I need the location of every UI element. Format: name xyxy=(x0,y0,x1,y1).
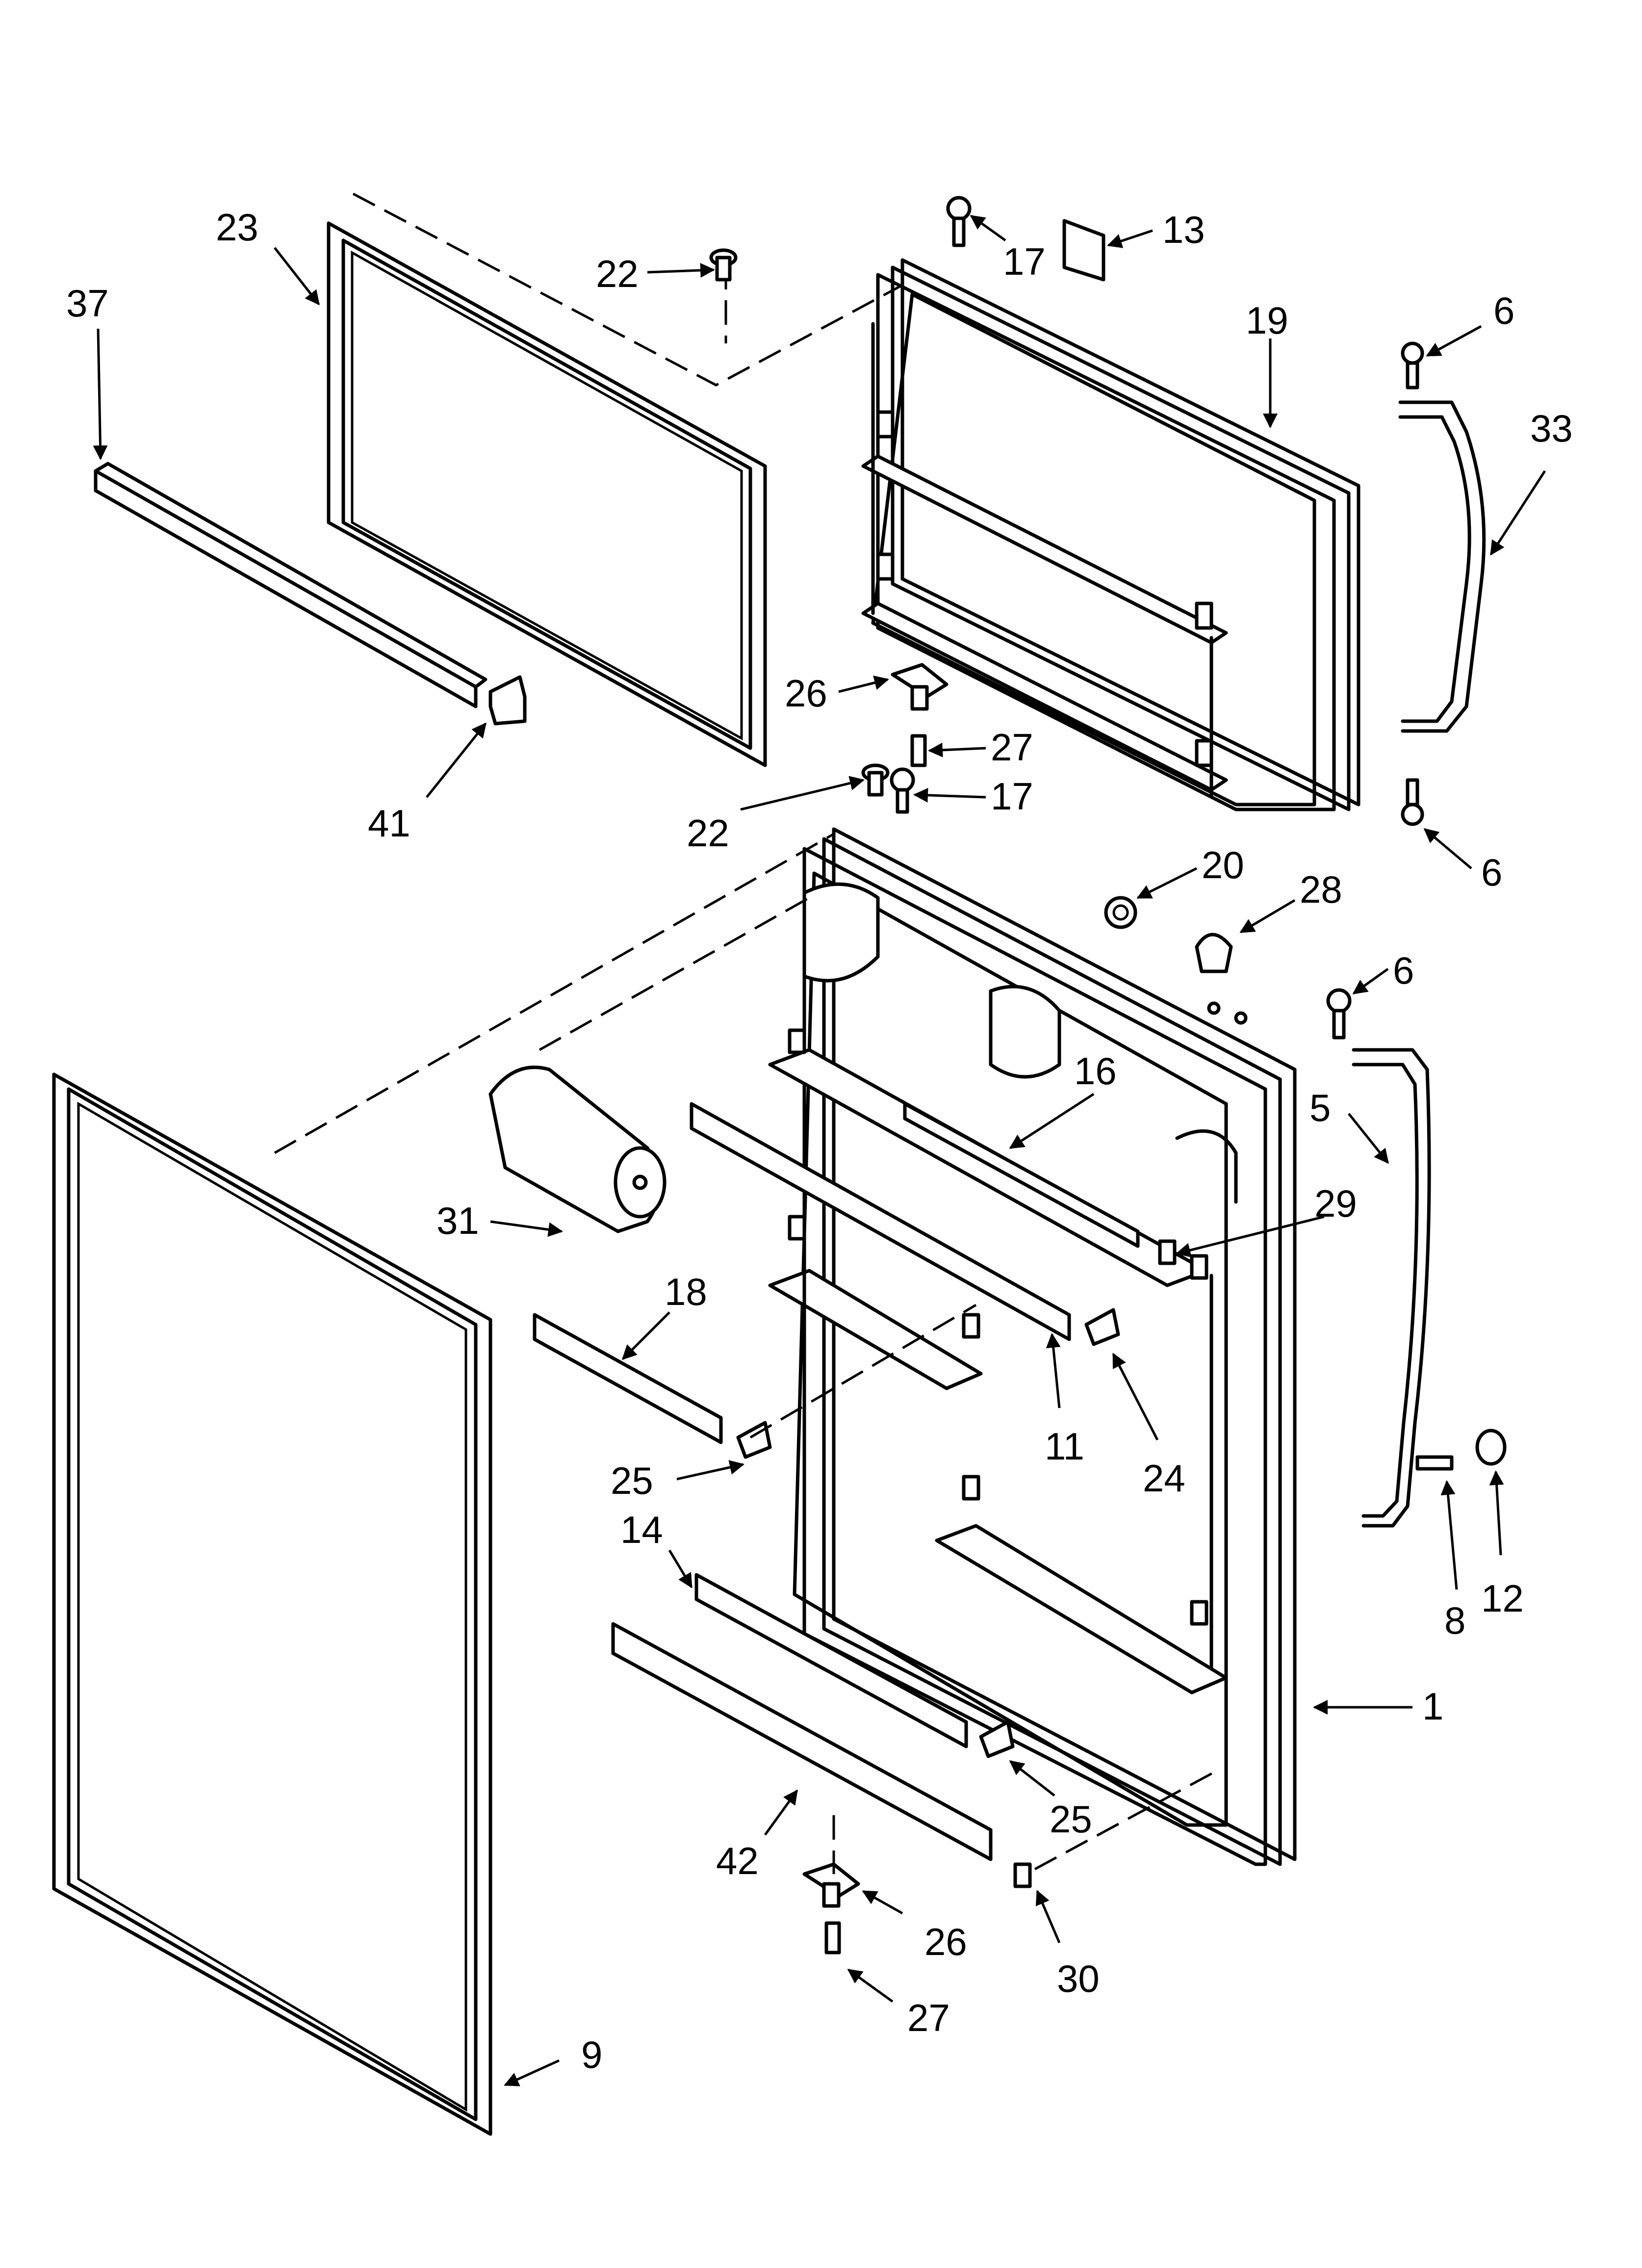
callout-6: 6 xyxy=(1393,949,1414,992)
callout-23: 23 xyxy=(216,206,258,249)
freezer-door-gasket xyxy=(327,221,767,767)
callout-1: 1 xyxy=(1422,1685,1443,1728)
trim-clip-41 xyxy=(488,675,527,726)
callout-22: 22 xyxy=(596,252,639,295)
callout-9: 9 xyxy=(581,2033,602,2076)
callout-22: 22 xyxy=(687,811,729,855)
nut-12 xyxy=(1475,1429,1507,1466)
callout-16: 16 xyxy=(1074,1049,1117,1093)
trim-strip-42 xyxy=(611,1622,993,1861)
callout-37: 37 xyxy=(66,282,109,325)
callout-28: 28 xyxy=(1300,868,1342,911)
callout-42: 42 xyxy=(716,1839,759,1882)
plug-22-mid xyxy=(861,763,890,797)
trim-strip-18 xyxy=(533,1313,723,1444)
callout-14: 14 xyxy=(620,1508,663,1551)
callout-33: 33 xyxy=(1530,407,1573,450)
callout-27: 27 xyxy=(991,726,1033,769)
clip-30 xyxy=(1013,1862,1032,1888)
hinge-26-lower xyxy=(802,1862,860,1908)
badge-13 xyxy=(1062,219,1105,282)
callout-13: 13 xyxy=(1162,208,1205,251)
freezer-trim-strip xyxy=(94,462,487,708)
callout-19: 19 xyxy=(1246,299,1288,342)
callout-25: 25 xyxy=(611,1459,653,1502)
callout-8: 8 xyxy=(1444,1599,1465,1642)
screw-17-top xyxy=(946,196,972,247)
callout-20: 20 xyxy=(1202,843,1244,886)
leader-lines xyxy=(93,214,1546,2086)
clip-29 xyxy=(1158,1239,1177,1265)
freezer-door-liner xyxy=(861,258,1360,811)
callout-41: 41 xyxy=(368,802,410,845)
callout-31: 31 xyxy=(436,1199,479,1242)
callout-26: 26 xyxy=(785,672,827,715)
callout-5: 5 xyxy=(1309,1086,1331,1129)
screw-27-upper xyxy=(910,734,927,767)
trim-strip-16 xyxy=(903,1102,1140,1248)
clip-24 xyxy=(1084,1308,1120,1346)
callout-29: 29 xyxy=(1314,1182,1357,1225)
freezer-handle xyxy=(1398,341,1486,826)
callout-11: 11 xyxy=(1045,1425,1084,1468)
plug-28 xyxy=(1195,933,1233,973)
callout-24: 24 xyxy=(1143,1457,1185,1500)
screw-27-lower xyxy=(824,1921,841,1955)
callout-18: 18 xyxy=(665,1270,707,1313)
screw-17-mid xyxy=(890,767,915,814)
dairy-bin-31 xyxy=(488,1066,667,1233)
fresh-food-door xyxy=(768,827,1297,1866)
trim-strip-14 xyxy=(694,1573,968,1748)
fresh-food-handle xyxy=(1326,988,1431,1528)
callout-27: 27 xyxy=(907,1996,950,2039)
callout-26: 26 xyxy=(924,1920,967,1963)
fresh-food-door-gasket xyxy=(52,1072,492,2136)
screw-8 xyxy=(1415,1455,1454,1471)
callout-12: 12 xyxy=(1481,1577,1524,1620)
callout-6: 6 xyxy=(1493,289,1514,332)
clip-25-lower xyxy=(979,1720,1015,1758)
callout-25: 25 xyxy=(1050,1798,1092,1841)
trim-strip-11 xyxy=(690,1102,1071,1341)
callout-17: 17 xyxy=(991,775,1033,818)
callout-17: 17 xyxy=(1003,240,1046,283)
callout-labels: 23 37 22 17 13 6 19 33 41 26 27 22 17 6 … xyxy=(66,206,1573,2076)
callout-6: 6 xyxy=(1481,851,1502,894)
button-20 xyxy=(1104,896,1137,929)
hinge-26-upper xyxy=(891,663,949,711)
callout-30: 30 xyxy=(1057,1957,1100,2000)
plug-22-top xyxy=(709,248,738,282)
